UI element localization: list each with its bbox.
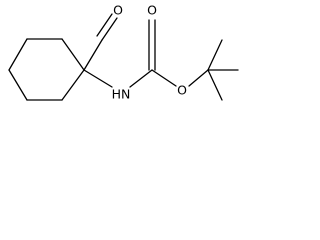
formyl-double-bond-inner [96, 13, 113, 37]
nitrogen-to-carbonyl-bond [129, 69, 153, 88]
carbonyl-to-ester-oxygen-bond [151, 69, 177, 87]
amide-nitrogen-label: HN [112, 87, 131, 102]
ring-bond [8, 38, 28, 71]
ring-bond [61, 38, 85, 71]
ring-bond [8, 69, 28, 101]
aldehyde-oxygen-label: O [113, 3, 123, 18]
carbamate-carbonyl-oxygen-label: O [147, 3, 157, 18]
tbutyl-methyl-bond [207, 39, 223, 71]
cyclohexane-ring [8, 38, 85, 101]
aldehyde-group [83, 13, 118, 71]
ester-oxygen-to-tbutyl-bond [188, 69, 209, 87]
ring-to-formyl-bond [83, 39, 103, 71]
carbamate-group [129, 19, 209, 88]
ring-bond [61, 69, 85, 101]
formyl-double-bond [101, 17, 118, 41]
ring-to-nitrogen-bond [83, 69, 113, 88]
chemical-structure-diagram: O O HN O [8, 3, 239, 102]
tert-butyl-group [207, 39, 239, 101]
carbamate-ester-oxygen-label: O [177, 83, 187, 98]
tbutyl-methyl-bond [207, 69, 223, 101]
